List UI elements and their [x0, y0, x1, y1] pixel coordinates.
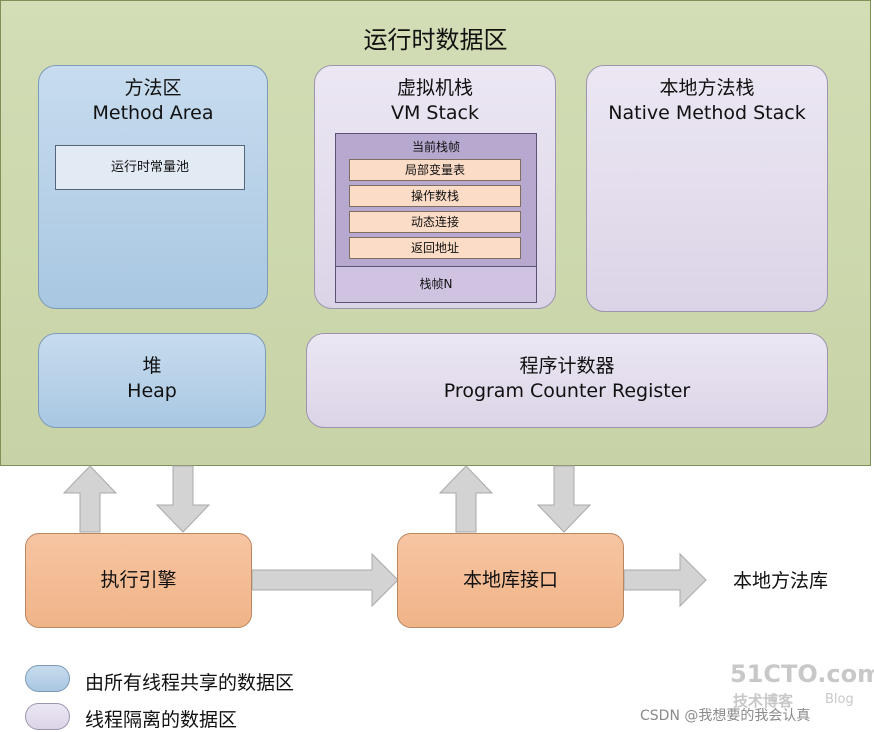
native-method-stack-title-en: Native Method Stack — [608, 102, 806, 124]
native-method-stack-title-cn: 本地方法栈 — [659, 77, 755, 99]
native-method-stack-box: 本地方法栈 Native Method Stack — [586, 65, 828, 312]
legend-shared-label: 由所有线程共享的数据区 — [85, 672, 295, 694]
local-variable-table: 局部变量表 — [349, 159, 521, 181]
legend-shared-swatch — [25, 665, 70, 692]
watermark-tech-blog: 技术博客 — [733, 692, 794, 710]
arrow-down-right-2 — [536, 465, 592, 533]
runtime-constant-pool: 运行时常量池 — [55, 145, 245, 190]
method-area-title-cn: 方法区 — [124, 77, 182, 99]
vm-stack-title-en: VM Stack — [390, 102, 480, 124]
current-stack-frame-label: 当前栈帧 — [411, 140, 460, 154]
dynamic-linking: 动态连接 — [349, 211, 521, 233]
heap-title-cn: 堆 — [142, 355, 162, 377]
method-area-title-en: Method Area — [92, 102, 214, 124]
native-interface-box: 本地库接口 — [397, 533, 624, 628]
heap-box: 堆 Heap — [38, 333, 266, 428]
watermark-csdn: CSDN @我想要的我会认真 — [640, 708, 811, 724]
stack-frame-n: 栈帧N — [335, 266, 537, 303]
arrow-engine-to-interface — [251, 552, 399, 608]
program-counter-title-en: Program Counter Register — [443, 380, 691, 402]
legend-isolated-swatch — [25, 703, 70, 730]
execution-engine-label: 执行引擎 — [100, 569, 177, 591]
return-address: 返回地址 — [349, 237, 521, 259]
operand-stack: 操作数栈 — [349, 185, 521, 207]
arrow-up-left-1 — [62, 465, 118, 533]
program-counter-title-cn: 程序计数器 — [519, 355, 615, 377]
runtime-data-area-title: 运行时数据区 — [363, 26, 508, 54]
arrow-interface-to-library — [623, 552, 707, 608]
vm-stack-title-cn: 虚拟机栈 — [396, 77, 473, 99]
arrow-up-right-1 — [438, 465, 494, 533]
program-counter-register-box: 程序计数器 Program Counter Register — [306, 333, 828, 428]
native-method-library-label: 本地方法库 — [733, 570, 829, 592]
native-interface-label: 本地库接口 — [462, 569, 558, 591]
execution-engine-box: 执行引擎 — [25, 533, 252, 628]
legend-isolated-label: 线程隔离的数据区 — [85, 709, 238, 731]
watermark-blog: Blog — [825, 692, 854, 707]
heap-title-en: Heap — [127, 380, 177, 402]
watermark-51cto: 51CTO.com — [730, 660, 874, 688]
arrow-down-left-2 — [155, 465, 211, 533]
